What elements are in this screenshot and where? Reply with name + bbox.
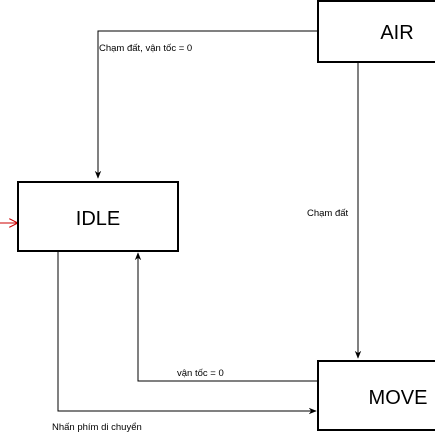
state-air-label: AIR: [380, 22, 413, 44]
edge-label-bg-air-to-move: [305, 205, 357, 219]
edge-label-air-to-idle: Chạm đất, vận tốc = 0: [99, 43, 192, 54]
state-idle-label: IDLE: [76, 208, 120, 230]
state-move[interactable]: MOVE: [317, 360, 435, 431]
edge-label-air-to-move: Chạm đất: [307, 208, 349, 219]
edge-label-idle-to-move: Nhấn phím di chuyển: [52, 422, 142, 433]
edge-move-to-idle: [134, 252, 318, 382]
state-move-box: [317, 360, 435, 431]
edge-label-move-to-idle: vận tốc = 0: [177, 368, 224, 379]
state-air-box: [317, 0, 435, 63]
state-air[interactable]: AIR: [317, 0, 435, 63]
edge-idle-to-move: [57, 252, 317, 415]
edge-air-to-idle: [94, 30, 318, 179]
state-idle[interactable]: IDLE: [17, 181, 179, 252]
state-idle-box: [17, 181, 179, 252]
state-move-label: MOVE: [369, 387, 428, 409]
